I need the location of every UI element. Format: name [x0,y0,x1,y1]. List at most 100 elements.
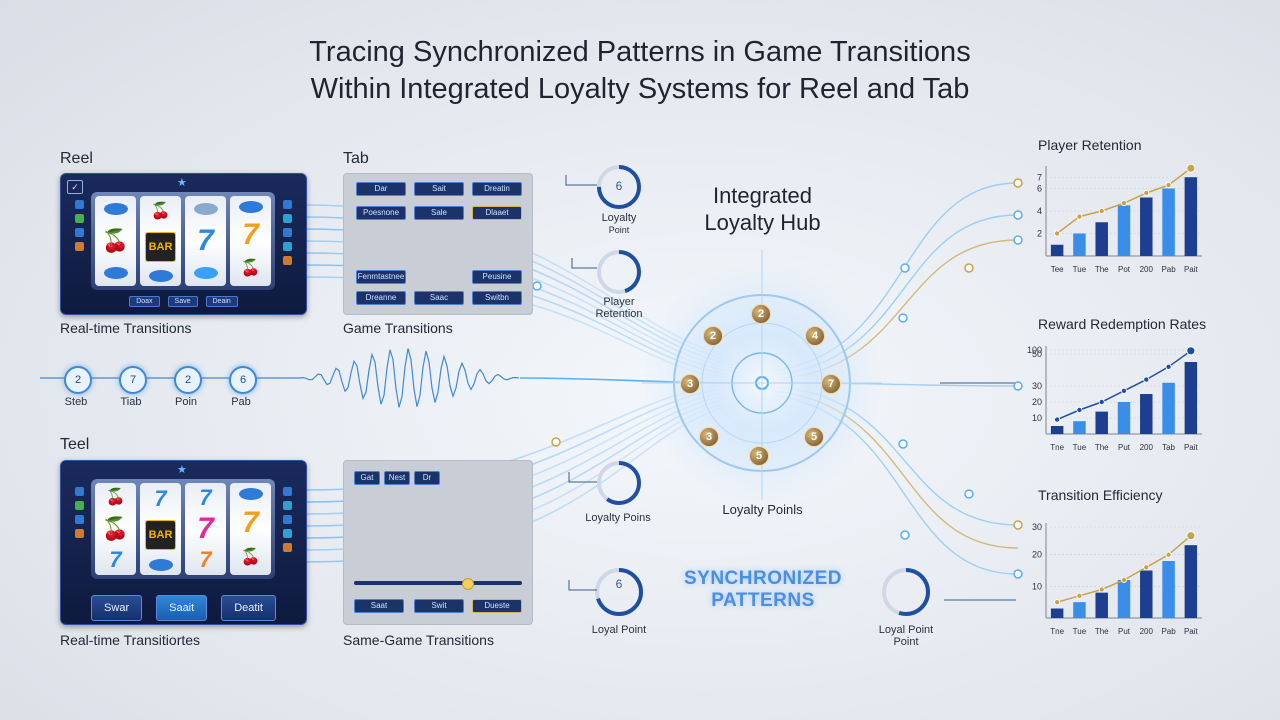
y-tick-label: 30 [1032,381,1042,391]
x-tick-label: Pab [1161,265,1176,274]
tab-top-button-8[interactable]: Peusine [472,270,522,284]
chart-title-reward-redemption: Reward Redemption Rates [1038,316,1207,332]
tab-top-button-1[interactable]: Dar [356,182,406,196]
reel-1: 🍒 [95,196,136,286]
tab-bottom-button-3[interactable]: Dr [414,471,440,485]
hub-node: 4 [805,326,825,346]
y-tick-label: 20 [1032,397,1042,407]
flow-dot [900,530,910,540]
tab-top-button-6[interactable]: Dlaaet [472,206,522,220]
flow-dot [1013,235,1023,245]
bar [1162,188,1175,256]
reel-window: 🍒 🍒BAR 7 7🍒 [91,192,275,290]
tab-top-button-3[interactable]: Dreatin [472,182,522,196]
x-tick-label: Pait [1184,265,1199,274]
flow-dot [1013,569,1023,579]
x-tick-label: The [1095,265,1109,274]
right-side-buttons[interactable] [283,487,292,552]
trend-point [1186,531,1196,541]
flow-dot [900,263,910,273]
x-tick-label: The [1095,443,1109,452]
reel-top-button-2[interactable]: Save [167,296,198,307]
hub-node: 3 [699,427,719,447]
reel-bottom-label: Teel [60,436,90,453]
signal-waveform [299,348,520,408]
tab-bottom-button-4[interactable]: Saat [354,599,404,613]
reel-bottom-buttons[interactable]: Swar Saait Deatit [61,595,306,621]
tab-top-button-4[interactable]: Poesnone [356,206,406,220]
x-tick-label: Tne [1050,627,1064,636]
reel-bottom-button-3[interactable]: Deatit [221,595,276,621]
bracket-line [571,258,597,269]
x-tick-label: Tne [1050,443,1064,452]
tab-top-button-9[interactable]: Dreanne [356,291,406,305]
tab-top-button-10[interactable]: Saac [414,291,464,305]
left-side-buttons[interactable] [75,200,84,251]
trend-point [1143,376,1150,383]
reel-top-button-1[interactable]: Doax [129,296,160,307]
bar [1073,602,1086,618]
transition-slider[interactable] [354,581,522,585]
reel-top-button-3[interactable]: Deain [205,296,238,307]
tab-bottom-button-2[interactable]: Nest [384,471,410,485]
flow-dot [964,263,974,273]
bar [1140,570,1153,618]
trend-point [1098,208,1105,215]
tab-top-button-11[interactable]: Switbn [472,291,522,305]
check-icon[interactable]: ✓ [67,180,83,194]
x-tick-label: Tue [1073,627,1087,636]
reel-1: 🍒🍒7 [95,483,136,575]
page-title: Tracing Synchronized Patterns in Game Tr… [0,34,1280,108]
tab-bottom-button-5[interactable]: Swit [414,599,464,613]
reel-top-caption: Real-time Transitions [60,320,192,336]
y-tick-label: 7 [1037,172,1042,182]
reel-3: 7 [185,196,226,286]
y-tick-label: 2 [1037,229,1042,239]
trend-point [1165,363,1172,370]
tab-bottom-button-1[interactable]: Gat [354,471,380,485]
bar [1184,177,1198,256]
flow-dot [1013,210,1023,220]
flow-dot [551,437,561,447]
trend-point [1121,577,1128,584]
star-icon: ★ [177,177,187,189]
reel-bottom-button-1[interactable]: Swar [91,595,143,621]
reel-2: 🍒BAR [140,196,181,286]
tab-top-button-7[interactable]: Fenmtastnee [356,270,406,284]
x-tick-label: 200 [1140,443,1154,452]
bar [1162,561,1175,618]
trend-point [1121,200,1128,207]
tab-top-button-2[interactable]: Sait [414,182,464,196]
x-tick-label: Tee [1051,265,1064,274]
hub-node: 3 [680,374,700,394]
trend-point [1054,416,1061,423]
reel-slot-machine-top[interactable]: ✓ ★ 🍒 🍒BAR 7 7🍒 Doax Save Deain [60,173,307,315]
title-line-2: Within Integrated Loyalty Systems for Re… [310,73,970,105]
tab-bottom-button-6[interactable]: Dueste [472,599,522,613]
loyalty-top-gauge-arc [597,165,641,209]
bracket-line [568,472,597,483]
slider-knob[interactable] [462,578,474,590]
tab-top-button-5[interactable]: Sale [414,206,464,220]
reel-top-buttons[interactable]: Doax Save Deain [61,296,306,307]
x-tick-label: 200 [1140,627,1154,636]
loyal-point-right-gauge-arc [882,568,930,616]
right-side-buttons[interactable] [283,200,292,265]
hub-node: 5 [749,446,769,466]
step-label-4: Pab [231,396,251,408]
reel-bottom-button-2[interactable]: Saait [156,595,208,621]
step-label-2: Tiab [120,396,142,408]
x-tick-label: Pab [1161,627,1176,636]
left-side-buttons[interactable] [75,487,84,538]
trend-point [1076,592,1083,599]
bar [1095,592,1108,618]
tab-bottom-caption: Same-Game Transitions [343,632,494,648]
flow-dot [1013,381,1023,391]
flow-dot [1013,520,1023,530]
